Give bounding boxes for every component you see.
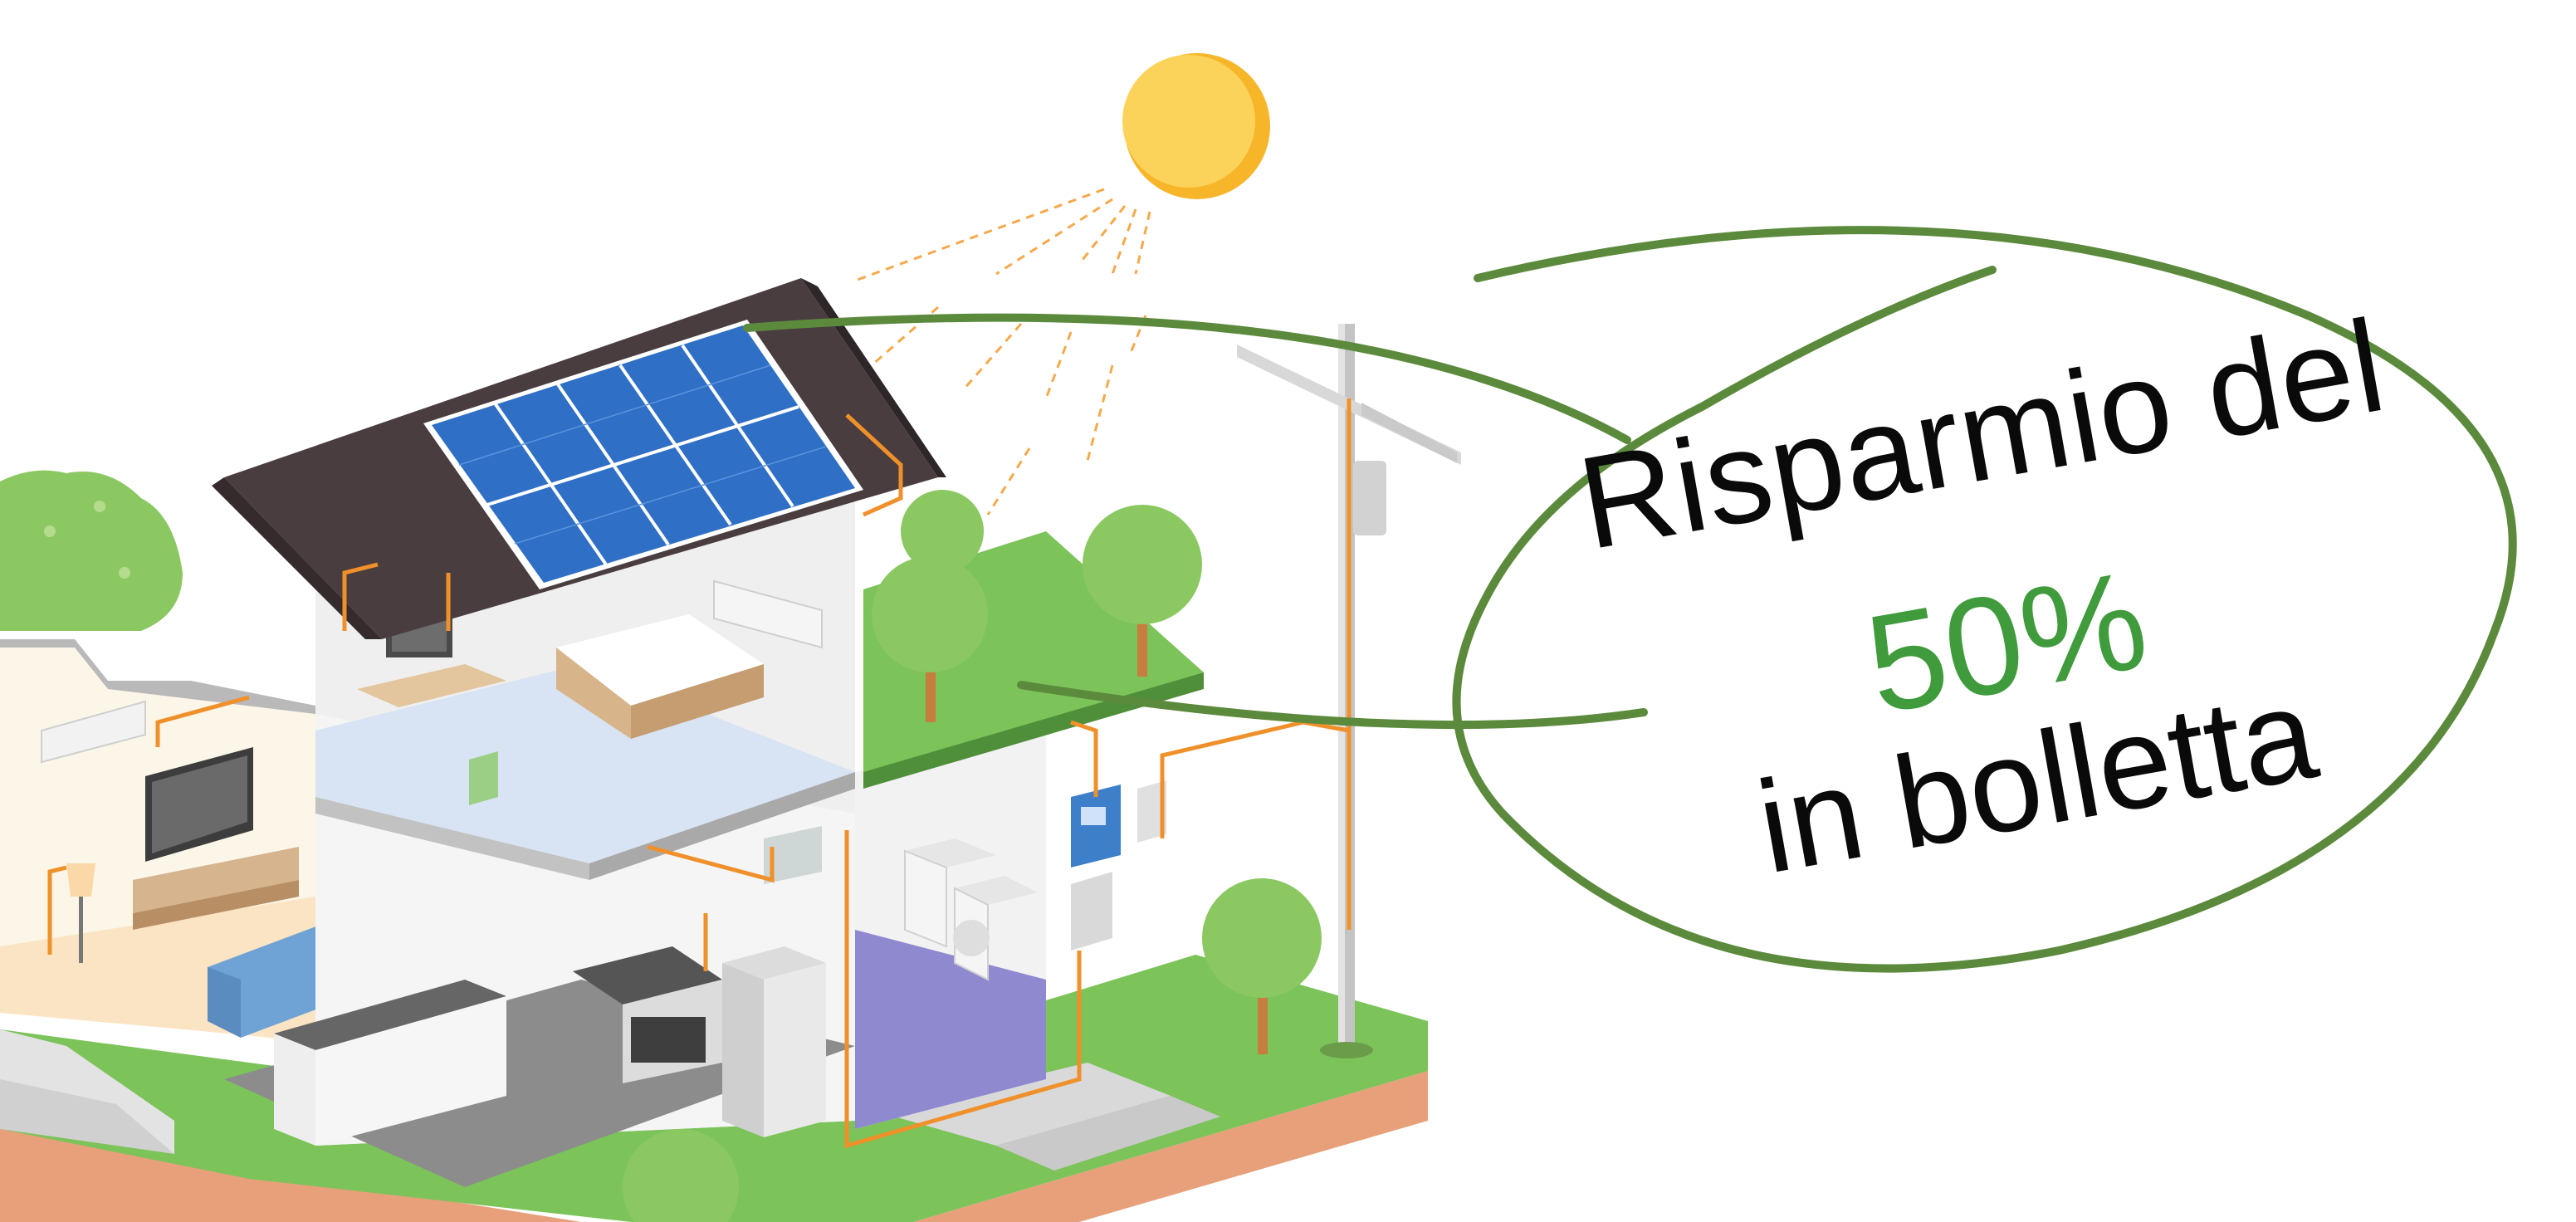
sun-rays (854, 188, 1151, 516)
callout-ellipse (743, 226, 2517, 973)
tree-icon (623, 490, 1322, 1222)
solar-panel-icon (423, 320, 863, 589)
living-room (0, 639, 598, 1154)
sun-icon (1122, 53, 1270, 199)
tree-icon (0, 470, 183, 631)
electrical-wiring (47, 398, 1352, 1149)
